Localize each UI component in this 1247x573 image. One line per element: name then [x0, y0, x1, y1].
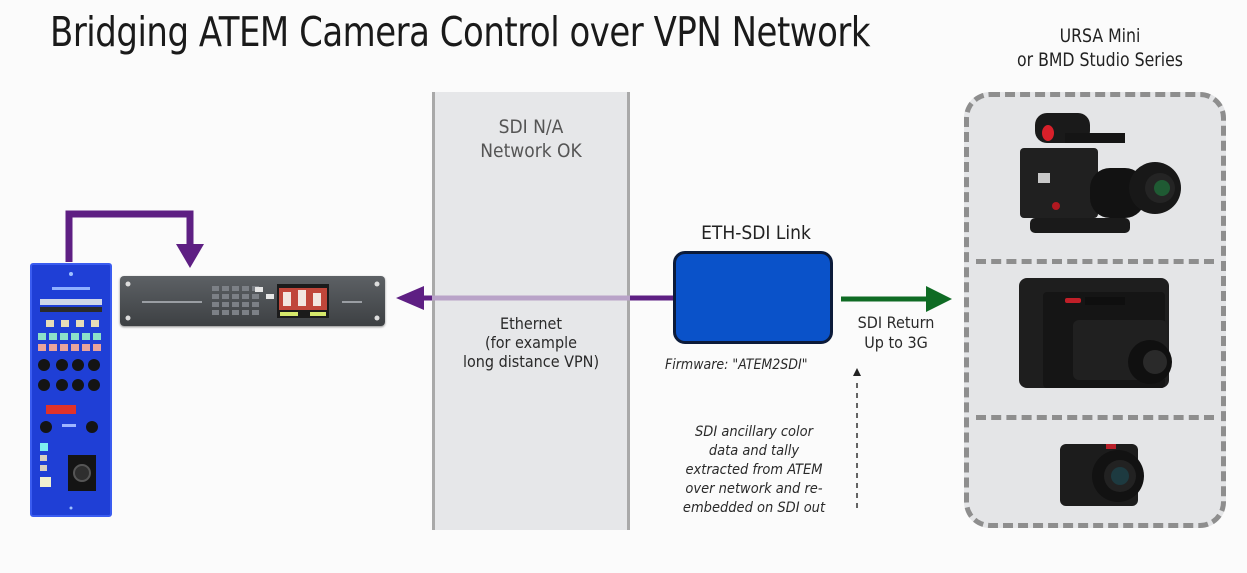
camera-divider: [976, 259, 1214, 264]
camera-control-panel: [30, 263, 112, 517]
ancillary-dashed-arrow: [853, 368, 861, 508]
control-loop-arrow: [65, 210, 204, 268]
eth-sdi-link-box: [673, 251, 833, 344]
camera-group-title-line2: or BMD Studio Series: [1016, 49, 1184, 71]
firmware-label: Firmware: "ATEM2SDI": [665, 357, 808, 373]
sdi-return-line1: SDI Return: [857, 313, 935, 332]
ancillary-note-line5: embedded on SDI out: [682, 500, 826, 516]
diagram-title: Bridging ATEM Camera Control over VPN Ne…: [50, 8, 871, 56]
control-panel-icon: [38, 272, 102, 510]
micro-camera-icon: [1060, 444, 1144, 506]
ethernet-label-line1: Ethernet: [500, 314, 562, 333]
network-zone: [432, 92, 630, 530]
sdi-return-arrow: [841, 286, 952, 312]
ancillary-note: SDI ancillary color data and tally extra…: [664, 423, 844, 518]
ancillary-note-line4: over network and re-: [685, 481, 823, 497]
cinema-camera-icon: [1020, 113, 1181, 233]
ethernet-label-line2: (for example: [485, 333, 577, 352]
camera-group-title-line1: URSA Mini: [1059, 25, 1141, 47]
atem-switcher-icon: [125, 281, 380, 321]
camera-group-title: URSA Mini or BMD Studio Series: [994, 24, 1206, 72]
ancillary-note-line1: SDI ancillary color: [695, 424, 813, 440]
studio-camera-icon: [1019, 278, 1172, 388]
camera-divider: [976, 415, 1214, 420]
sdi-return-label: SDI Return Up to 3G: [846, 313, 946, 353]
ethernet-label-line3: long distance VPN): [462, 352, 600, 371]
eth-sdi-link-title: ETH-SDI Link: [701, 222, 811, 244]
network-zone-label: SDI N/A Network OK: [432, 115, 630, 163]
ancillary-note-line3: extracted from ATEM: [685, 462, 823, 478]
network-zone-line1: SDI N/A: [498, 116, 564, 138]
network-zone-line2: Network OK: [480, 140, 582, 162]
sdi-return-line2: Up to 3G: [864, 333, 928, 352]
ethernet-label: Ethernet (for example long distance VPN): [432, 314, 630, 371]
atem-switcher: [120, 276, 385, 326]
ancillary-note-line2: data and tally: [708, 443, 800, 459]
ethernet-arrow: [396, 286, 673, 310]
